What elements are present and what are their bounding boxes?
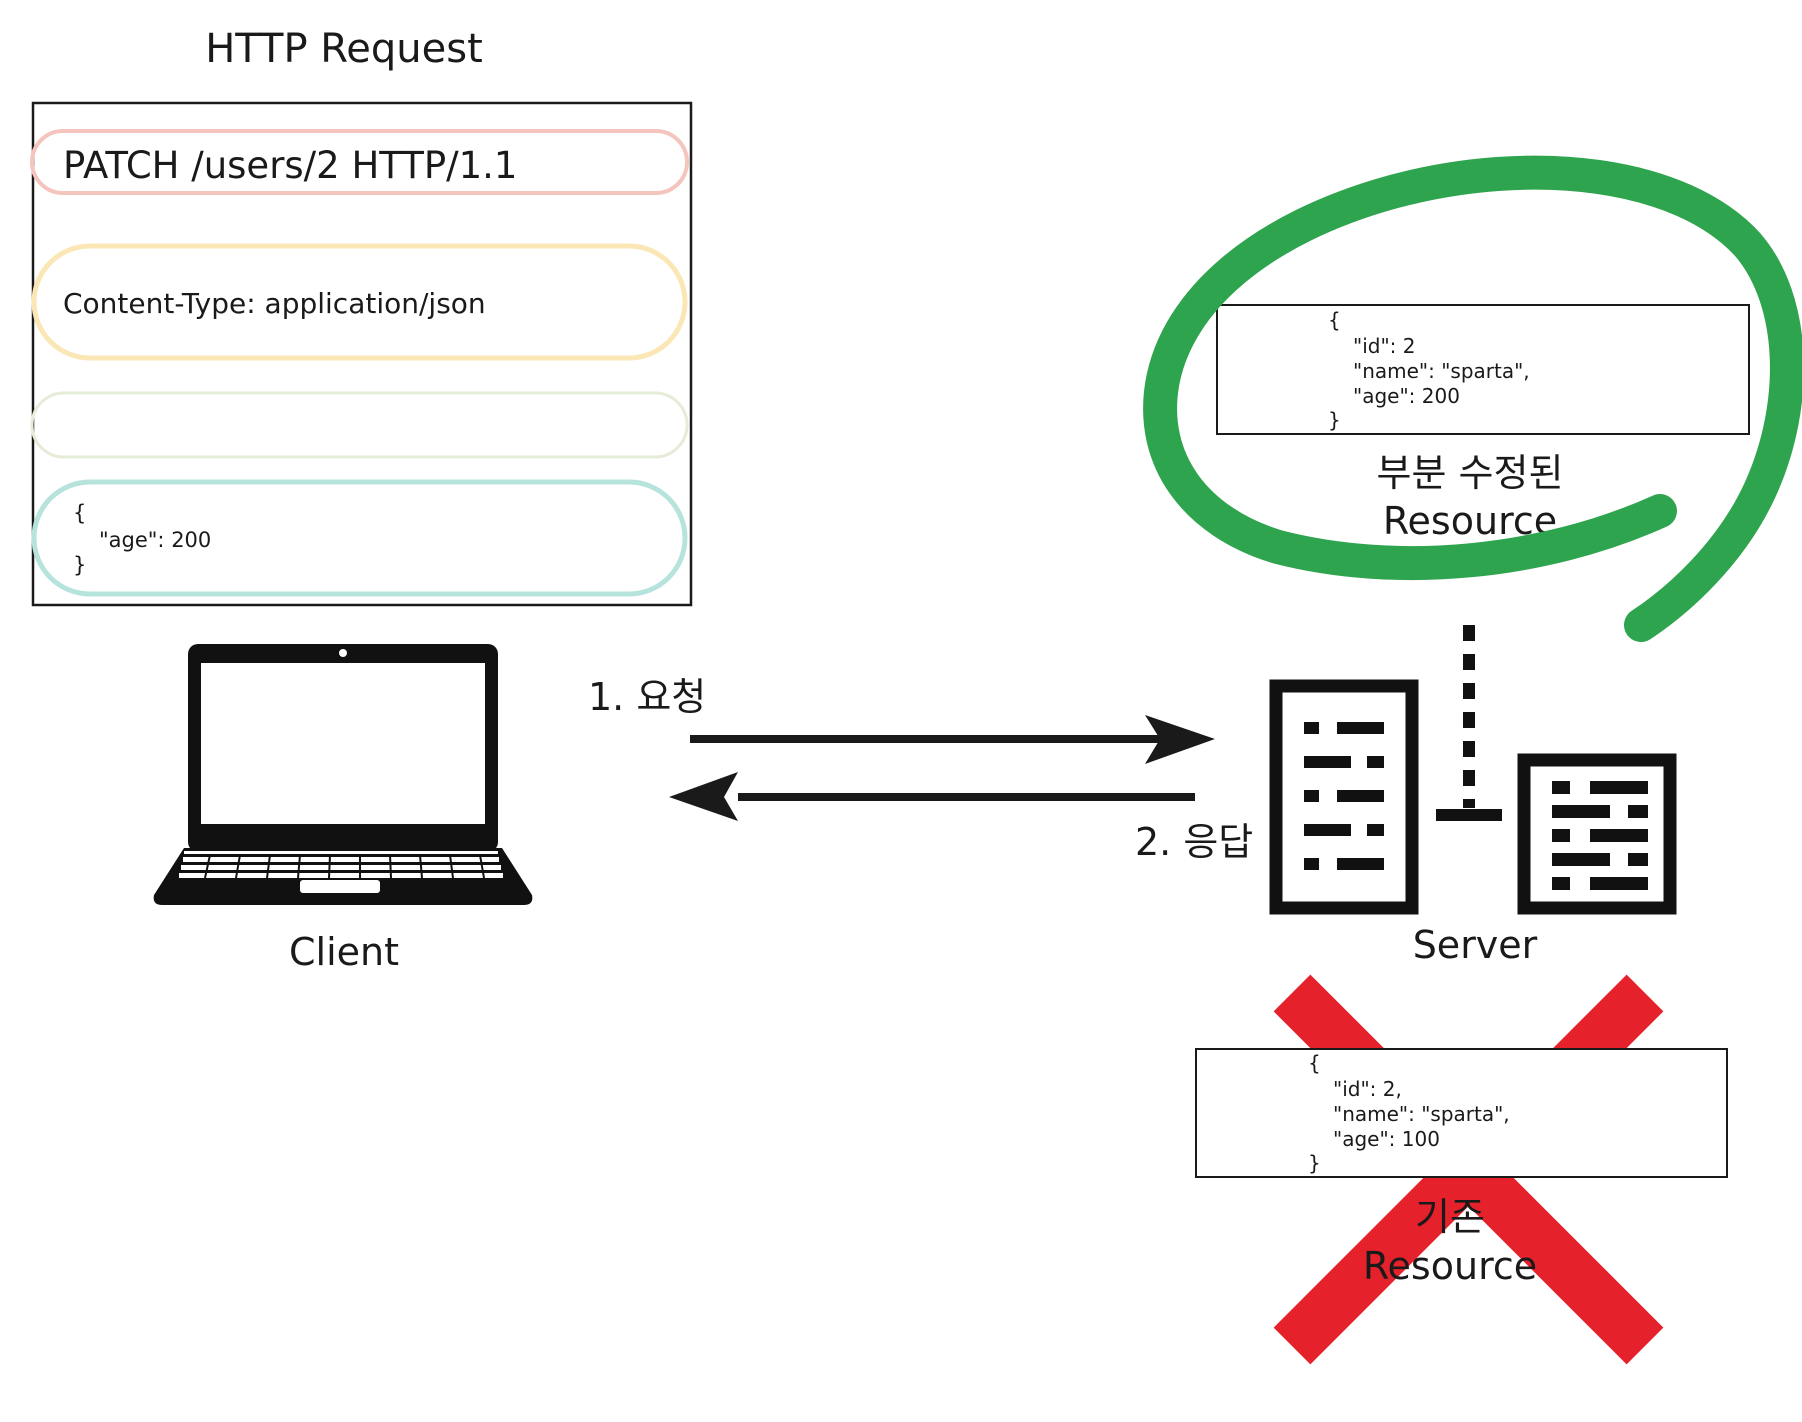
highlight-circle [1143,155,1802,642]
updated-resource-box [1216,304,1750,435]
updated-resource-name: "name": "sparta", [1353,359,1530,383]
updated-resource-caption-1: 부분 수정된 [1377,451,1564,495]
request-body-close: } [73,553,86,577]
body-outline [31,479,688,597]
laptop-icon [153,644,533,905]
updated-resource-id: "id": 2 [1353,334,1415,358]
empty-line-outline [30,391,689,459]
old-resource-name: "name": "sparta", [1333,1102,1510,1126]
updated-resource-close: } [1328,408,1341,432]
request-body-open: { [73,501,86,525]
old-resource-caption-1: 기존 [1415,1195,1485,1239]
response-arrow [669,772,1195,821]
request-title: HTTP Request [205,26,483,72]
request-box [31,101,693,607]
old-resource-open: { [1308,1051,1321,1075]
old-resource-close: } [1308,1151,1321,1175]
request-body-field: "age": 200 [99,528,211,552]
old-resource-box [1195,1048,1728,1178]
old-resource-caption-2: Resource [1363,1244,1537,1288]
request-arrow-label: 1. 요청 [588,675,706,719]
server-label: Server [1413,923,1538,967]
header-outline [31,243,688,361]
request-start-line: PATCH /users/2 HTTP/1.1 [63,144,517,187]
old-resource-age: "age": 100 [1333,1127,1440,1151]
old-resource-id: "id": 2, [1333,1077,1402,1101]
updated-resource-age: "age": 200 [1353,384,1460,408]
request-arrow [690,715,1215,764]
server-icon [1269,625,1677,915]
updated-resource-open: { [1328,308,1341,332]
response-arrow-label: 2. 응답 [1135,820,1253,864]
request-header-line: Content-Type: application/json [63,287,486,320]
client-label: Client [289,930,399,974]
start-line-outline [30,129,689,195]
